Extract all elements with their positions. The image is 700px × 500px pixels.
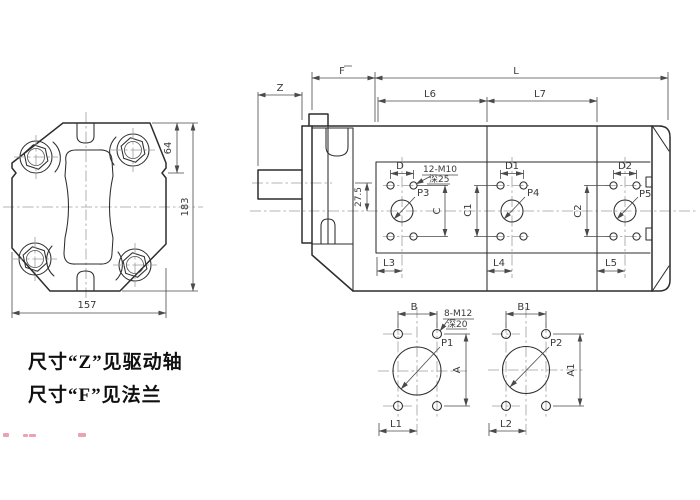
front-rib-arc-bl <box>46 245 55 277</box>
port-label-p3: P3 <box>417 188 429 199</box>
port-p3-circle <box>390 199 414 223</box>
dim-label-d2: D2 <box>618 161 632 172</box>
dim-label-a: A <box>452 366 463 373</box>
bolt-boss-bottom-left <box>13 237 57 281</box>
dim-label-l2: L2 <box>500 419 512 430</box>
front-view: 64 183 157 <box>3 112 203 318</box>
dim-label-183: 183 <box>180 197 191 216</box>
dim-label-l6: L6 <box>424 89 436 100</box>
dim-label-l: L <box>513 66 519 77</box>
bolt-boss-bottom-right <box>113 243 157 287</box>
front-rib-arc-tr <box>109 136 117 166</box>
port-p1-circle <box>392 346 442 396</box>
port-p4-circle <box>500 199 524 223</box>
dim-label-d1: D1 <box>505 161 519 172</box>
port-p2-circle <box>501 345 551 395</box>
front-body-outline <box>11 122 167 292</box>
dim-label-l1: L1 <box>390 419 402 430</box>
dim-label-f: F <box>339 66 345 77</box>
dim-label-c2: C2 <box>573 204 584 217</box>
end-cap <box>645 125 671 292</box>
dim-label-d: D <box>396 161 404 172</box>
bottom-view-p2: P2 B1 A1 L2 <box>488 302 584 437</box>
pump-body <box>352 125 653 292</box>
dim-label-l5: L5 <box>605 258 617 269</box>
bolt-boss-top-left <box>14 135 58 179</box>
thread-depth-20: 深20 <box>447 319 468 330</box>
port-group-p5: D2 P5 C2 L5 <box>573 157 651 278</box>
flange-top-pocket <box>325 127 349 157</box>
dim-label-a1: A1 <box>566 363 577 376</box>
front-view-dimensions: 64 183 157 <box>11 122 198 318</box>
port-p5-circle <box>613 199 637 223</box>
drive-shaft <box>257 169 303 200</box>
note-dimension-z: 尺寸“Z”见驱动轴 <box>28 350 183 373</box>
port-label-p5: P5 <box>639 189 651 200</box>
dim-label-l7: L7 <box>534 89 546 100</box>
drawing-notes: 尺寸“Z”见驱动轴 尺寸“F”见法兰 <box>28 350 183 406</box>
bolt-boss-top-right <box>111 128 155 172</box>
port-label-p1: P1 <box>441 338 453 349</box>
shaft-offset-dimension: 27.5 <box>354 182 372 212</box>
mounting-flange <box>301 113 653 292</box>
bottom-view-p1: P1 B 8-M12 深20 A L1 <box>378 302 474 437</box>
port-label-p4: P4 <box>527 188 539 199</box>
thread-spec-8-m12: 8-M12 <box>444 309 472 319</box>
thread-spec-12-m10: 12-M10 <box>423 165 457 175</box>
dim-label-l4: L4 <box>493 258 505 269</box>
front-top-slot <box>76 122 95 144</box>
dim-label-c1: C1 <box>463 203 474 216</box>
port-label-p2: P2 <box>550 338 562 349</box>
front-bottom-slot <box>76 270 95 292</box>
front-center-boss <box>63 149 114 265</box>
dim-label-b1: B1 <box>517 302 530 313</box>
dim-label-b: B <box>411 302 418 313</box>
front-rib-arc-tl <box>52 141 61 173</box>
port-group-p3: D P3 12-M10 深25 C L3 <box>376 157 458 278</box>
dim-label-c: C <box>432 207 443 214</box>
port-group-p4: D1 P4 C1 L4 <box>463 157 539 278</box>
dim-label-157: 157 <box>77 300 96 311</box>
flange-bottom-tab <box>320 218 336 245</box>
thread-depth-25: 深25 <box>429 174 449 185</box>
dim-label-64: 64 <box>163 142 174 155</box>
side-view: D P3 12-M10 深25 C L3 D1 P4 C1 <box>250 65 698 292</box>
port-face-flat <box>375 161 651 254</box>
note-dimension-f: 尺寸“F”见法兰 <box>28 383 162 406</box>
front-rib-arc-br <box>115 251 123 281</box>
dim-label-l3: L3 <box>383 258 395 269</box>
dim-label-z: Z <box>277 83 284 94</box>
side-view-top-dimensions: Z F L L6 L7 <box>257 65 669 166</box>
watermark-marks <box>3 433 86 437</box>
dim-label-27-5: 27.5 <box>354 187 364 207</box>
